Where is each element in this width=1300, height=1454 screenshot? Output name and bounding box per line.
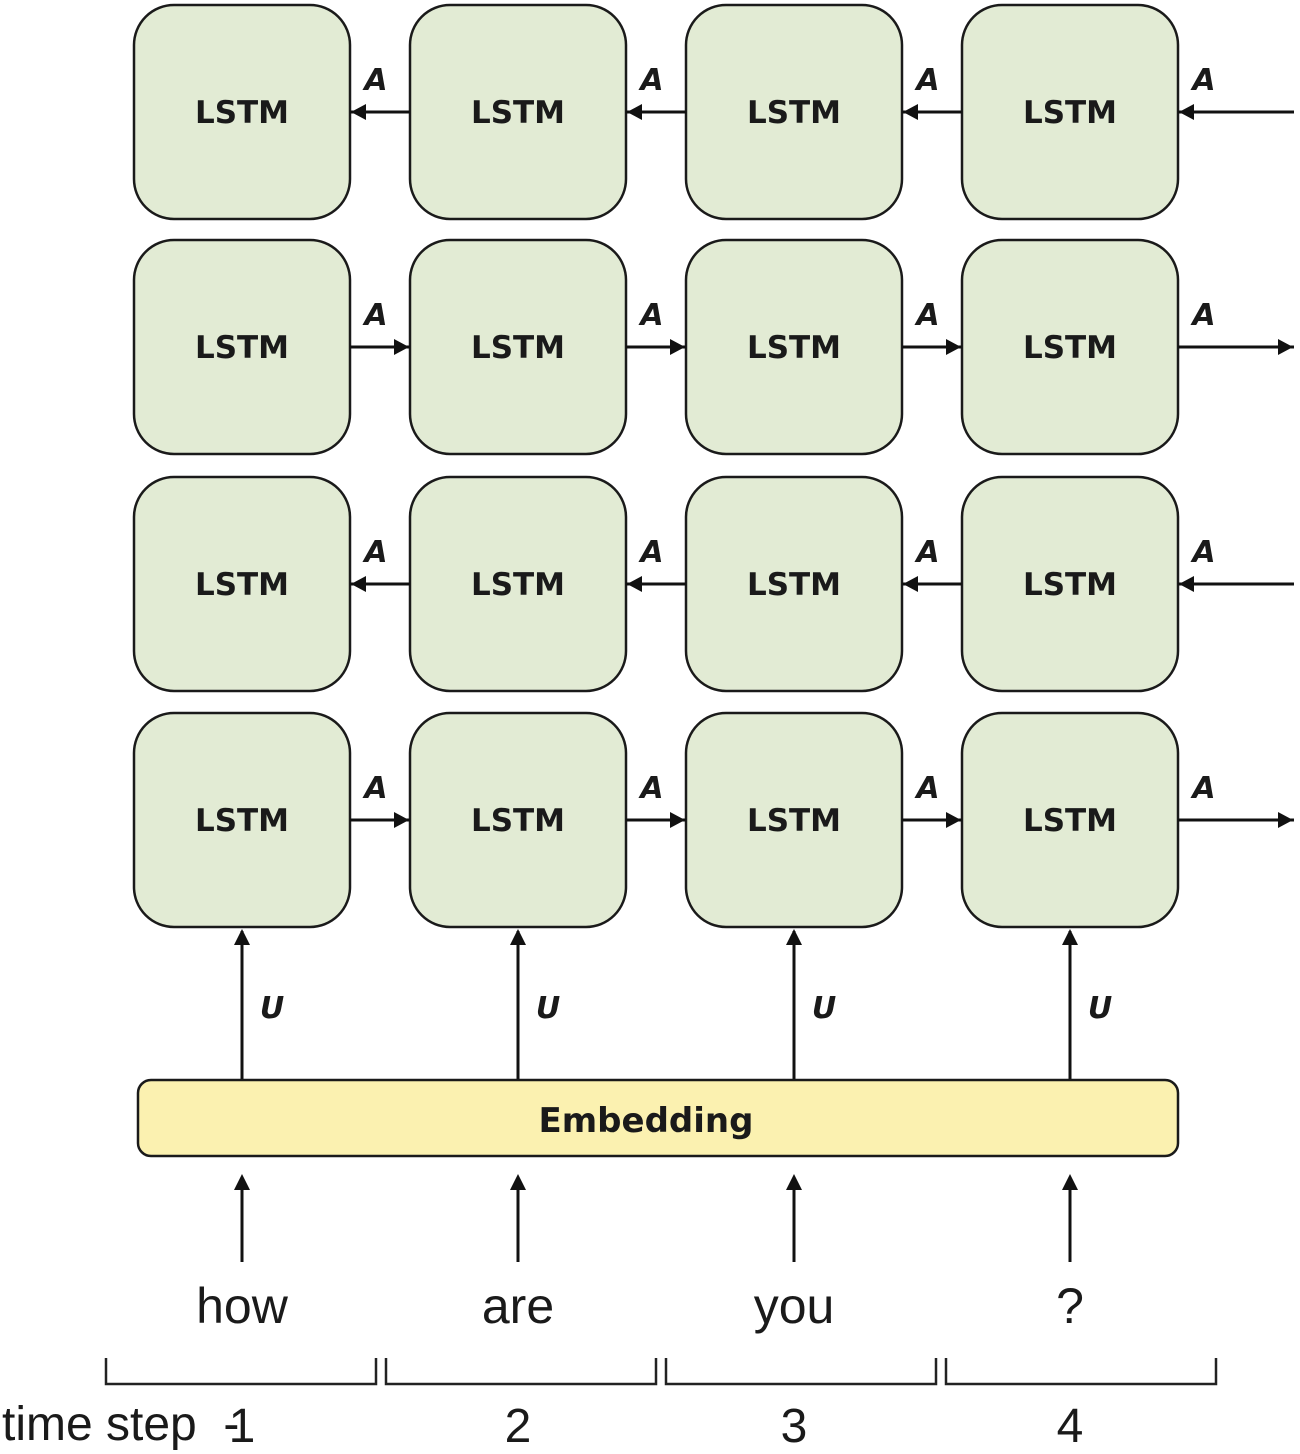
lstm-cell-label: LSTM xyxy=(1023,95,1117,131)
token-word: you xyxy=(754,1278,835,1334)
input-weight-label: U xyxy=(536,991,560,1026)
arrowhead-left xyxy=(903,104,918,120)
input-weight-label: U xyxy=(260,991,284,1026)
time-step-label: time step - xyxy=(2,1398,239,1451)
embedding-label: Embedding xyxy=(539,1101,754,1141)
arrowhead-right xyxy=(394,339,409,355)
recurrent-weight-label: A xyxy=(362,771,387,806)
recurrent-weight-label: A xyxy=(638,771,663,806)
time-step-number: 2 xyxy=(505,1400,532,1453)
recurrent-weight-label: A xyxy=(362,298,387,333)
arrowhead-up xyxy=(234,929,250,945)
lstm-cell-label: LSTM xyxy=(195,95,289,131)
time-step-number: 4 xyxy=(1057,1400,1084,1453)
lstm-layer-1-backward: LSTM LSTM LSTM LSTM A A A A xyxy=(132,3,1294,221)
time-step-bracket xyxy=(384,1358,658,1386)
recurrent-weight-label: A xyxy=(362,63,387,98)
lstm-cell-label: LSTM xyxy=(747,567,841,603)
lstm-cell-label: LSTM xyxy=(471,95,565,131)
input-weight-label: U xyxy=(1088,991,1112,1026)
arrowhead-left xyxy=(351,104,366,120)
input-weight-label: U xyxy=(812,991,836,1026)
lstm-cell-label: LSTM xyxy=(195,803,289,839)
lstm-layer-3-backward: LSTM LSTM LSTM LSTM A A A A xyxy=(132,475,1294,693)
lstm-cell-label: LSTM xyxy=(1023,803,1117,839)
recurrent-weight-label: A xyxy=(1190,535,1215,570)
arrowhead-left xyxy=(351,576,366,592)
recurrent-weight-label: A xyxy=(1190,63,1215,98)
embedding-layer: Embedding xyxy=(136,1078,1180,1158)
lstm-cell-label: LSTM xyxy=(471,330,565,366)
lstm-cell-label: LSTM xyxy=(747,803,841,839)
recurrent-weight-label: A xyxy=(914,771,939,806)
recurrent-weight-label: A xyxy=(1190,771,1215,806)
arrowhead-left xyxy=(903,576,918,592)
recurrent-weight-label: A xyxy=(362,535,387,570)
arrowhead-right xyxy=(946,812,961,828)
arrowhead-right xyxy=(394,812,409,828)
arrowhead-up xyxy=(510,929,526,945)
lstm-cell-label: LSTM xyxy=(747,95,841,131)
recurrent-weight-label: A xyxy=(638,63,663,98)
arrowhead-right xyxy=(670,812,685,828)
arrowhead-up xyxy=(1062,1174,1078,1190)
time-step-number: 1 xyxy=(229,1400,256,1453)
arrowhead-up xyxy=(1062,929,1078,945)
arrowhead-left xyxy=(1179,576,1194,592)
lstm-cell-label: LSTM xyxy=(195,330,289,366)
arrowhead-right xyxy=(1278,812,1293,828)
lstm-layer-4-forward: LSTM LSTM LSTM LSTM A A A A xyxy=(132,711,1294,929)
arrowhead-up xyxy=(510,1174,526,1190)
lstm-layer-2-forward: LSTM LSTM LSTM LSTM A A A A xyxy=(132,238,1294,456)
recurrent-weight-label: A xyxy=(914,298,939,333)
arrowhead-right xyxy=(670,339,685,355)
arrowhead-left xyxy=(627,576,642,592)
arrowhead-up xyxy=(234,1174,250,1190)
arrowhead-left xyxy=(627,104,642,120)
lstm-cell-label: LSTM xyxy=(195,567,289,603)
recurrent-weight-label: A xyxy=(914,63,939,98)
time-step-row: time step - 1 2 3 4 xyxy=(2,1358,1218,1453)
token-row: how are you? xyxy=(196,1174,1084,1334)
recurrent-weight-label: A xyxy=(638,298,663,333)
lstm-cell-label: LSTM xyxy=(1023,330,1117,366)
arrowhead-left xyxy=(1179,104,1194,120)
time-step-bracket xyxy=(664,1358,938,1386)
lstm-cell-label: LSTM xyxy=(471,567,565,603)
lstm-layers: LSTM LSTM LSTM LSTM A A A A LSTM LSTM LSTM LSTM A A A A… xyxy=(132,3,1294,929)
time-step-bracket xyxy=(104,1358,378,1386)
time-step-number: 3 xyxy=(781,1400,808,1453)
recurrent-weight-label: A xyxy=(638,535,663,570)
recurrent-weight-label: A xyxy=(914,535,939,570)
lstm-cell-label: LSTM xyxy=(471,803,565,839)
token-word: ? xyxy=(1056,1278,1084,1334)
time-step-bracket xyxy=(944,1358,1218,1386)
arrowhead-up xyxy=(786,929,802,945)
arrowhead-right xyxy=(1278,339,1293,355)
recurrent-weight-label: A xyxy=(1190,298,1215,333)
lstm-cell-label: LSTM xyxy=(747,330,841,366)
arrowhead-right xyxy=(946,339,961,355)
token-word: how xyxy=(196,1278,289,1334)
embedding-box xyxy=(136,1078,1180,1158)
token-word: are xyxy=(482,1278,554,1334)
arrowhead-up xyxy=(786,1174,802,1190)
lstm-cell-label: LSTM xyxy=(1023,567,1117,603)
